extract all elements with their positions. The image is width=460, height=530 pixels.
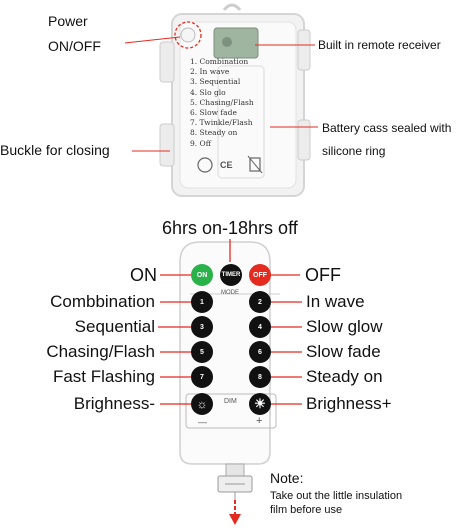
left-label-combination: Combbination xyxy=(50,292,155,311)
ce-mark: CE xyxy=(220,160,233,170)
timer-caption: 6hrs on-18hrs off xyxy=(162,218,298,238)
buckle-label: Buckle for closing xyxy=(0,142,110,158)
right-label-slow-glow: Slow glow xyxy=(306,317,383,336)
mode-2-button[interactable]: 2 xyxy=(249,291,271,313)
off-label: OFF xyxy=(305,265,341,285)
mode-item: 7. Twinkle/Flash xyxy=(190,118,253,128)
left-label-fast-flashing: Fast Flashing xyxy=(52,367,155,386)
left-label-sequential: Sequential xyxy=(74,317,155,336)
mode-item: 3. Sequential xyxy=(190,77,241,87)
left-label-brightness-minus: Brighness- xyxy=(73,394,155,413)
brightness-down-button[interactable]: ☼ xyxy=(191,393,213,415)
minus-text: — xyxy=(198,417,207,427)
note-line-2: film before use xyxy=(270,504,343,516)
mode-list: 1. Combination 2. In wave 3. Sequential … xyxy=(190,57,254,149)
timer-button[interactable]: TIMER xyxy=(220,264,242,286)
mode-item: 1. Combination xyxy=(190,57,249,66)
mode-8-button[interactable]: 8 xyxy=(249,366,271,388)
mode-4-button[interactable]: 4 xyxy=(249,316,271,338)
mode-item: 6. Slow fade xyxy=(190,108,237,118)
on-label: ON xyxy=(130,265,157,285)
note-title: Note: xyxy=(270,470,304,486)
sun-bright-icon: ☀ xyxy=(254,396,266,411)
off-button[interactable]: OFF xyxy=(249,264,271,286)
right-label-slow-fade: Slow fade xyxy=(306,342,381,361)
sun-dim-icon: ☼ xyxy=(196,397,208,411)
mode-5-button[interactable]: 5 xyxy=(191,341,213,363)
brightness-up-button[interactable]: ☀ xyxy=(249,393,271,415)
battery-box xyxy=(159,3,311,197)
battery-label-1: Battery cass sealed with xyxy=(322,121,452,135)
power-label: Power xyxy=(48,13,88,29)
right-label-steady-on: Steady on xyxy=(306,367,383,386)
mode-item: 4. Slo glo xyxy=(190,87,226,97)
right-label-in-wave: In wave xyxy=(306,292,365,311)
mode-item: 2. In wave xyxy=(190,67,230,77)
dim-text: DIM xyxy=(224,398,237,405)
left-label-chasing: Chasing/Flash xyxy=(46,342,155,361)
right-label-brightness-plus: Brighness+ xyxy=(306,394,392,413)
note-line-1: Take out the little insulation xyxy=(270,490,403,502)
battery-label-2: silicone ring xyxy=(322,144,386,158)
remote-receiver-label: Built in remote receiver xyxy=(318,38,441,52)
power-onoff-label: ON/OFF xyxy=(48,38,101,54)
mode-item: 5. Chasing/Flash xyxy=(190,97,254,107)
mode-3-button[interactable]: 3 xyxy=(191,316,213,338)
mode-text: MODE xyxy=(221,290,239,296)
mode-item: 8. Steady on xyxy=(190,128,238,138)
mode-1-button[interactable]: 1 xyxy=(191,291,213,313)
mode-7-button[interactable]: 7 xyxy=(191,366,213,388)
on-button[interactable]: ON xyxy=(191,264,213,286)
plus-text: + xyxy=(256,415,263,427)
mode-6-button[interactable]: 6 xyxy=(249,341,271,363)
mode-item: 9. Off xyxy=(190,138,212,148)
